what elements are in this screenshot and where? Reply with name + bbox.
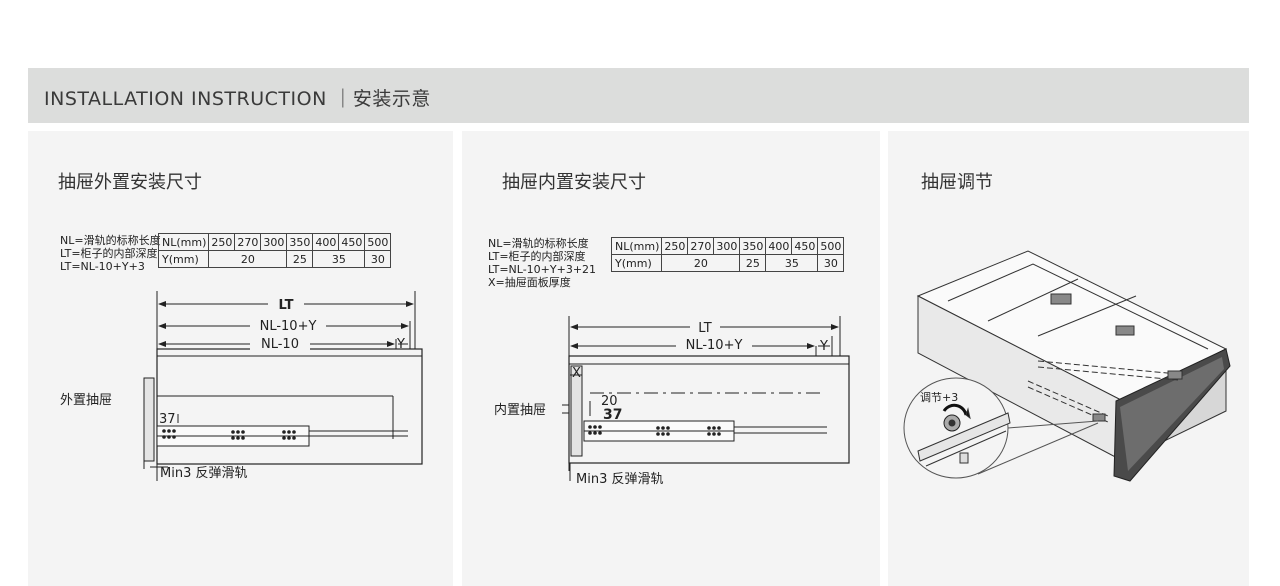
dim-lt: LT: [279, 298, 294, 313]
panel-internal-drawer: 抽屉内置安装尺寸 NL=滑轨的标称长度 LT=柜子的内部深度 LT=NL-10+…: [462, 131, 880, 586]
panel-drawer-adjust: 抽屉调节: [888, 131, 1249, 586]
panel-external-drawer: 抽屉外置安装尺寸 NL=滑轨的标称长度 LT=柜子的内部深度 LT=NL-10+…: [28, 131, 453, 586]
note-line: LT=柜子的内部深度: [488, 250, 586, 263]
table-row-label: Y(mm): [157, 250, 210, 268]
table-cell: 450: [338, 233, 366, 251]
note-line: LT=NL-10+Y+3+21: [488, 263, 597, 276]
dim-y: Y: [396, 337, 405, 352]
dim-gap: 37: [159, 412, 176, 427]
dim-20: 20: [601, 394, 618, 409]
table-cell: 350: [739, 237, 767, 255]
note-line: LT=NL-10+Y+3: [60, 260, 145, 273]
dim-nl-10: NL-10: [261, 337, 299, 352]
section-banner: INSTALLATION INSTRUCTION ｜安装示意: [28, 68, 1249, 123]
dim-nl-10-y: NL-10+Y: [260, 319, 317, 334]
dim-nl-10-y: NL-10+Y: [686, 338, 743, 353]
dim-37: 37: [603, 407, 622, 423]
table-cell: 20: [661, 254, 741, 272]
note-line: X=抽屉面板厚度: [488, 276, 571, 289]
formula-notes: NL=滑轨的标称长度 LT=柜子的内部深度 LT=NL-10+Y+3: [60, 234, 161, 273]
callout-slide: Min3 反弹滑轨: [576, 472, 663, 487]
table-header-label: NL(mm): [157, 233, 210, 251]
dim-x: X: [572, 366, 581, 381]
table-cell: 500: [364, 233, 392, 251]
panel-title: 抽屉外置安装尺寸: [58, 172, 202, 193]
table-cell: 30: [817, 254, 845, 272]
note-line: NL=滑轨的标称长度: [60, 234, 161, 247]
table-cell: 25: [739, 254, 767, 272]
dim-lt: LT: [698, 321, 711, 336]
callout-drawer: 内置抽屉: [494, 402, 546, 418]
table-cell: 20: [208, 250, 288, 268]
internal-drawer-drawing: LT NL-10+Y Y X 20 37 内置抽屉 Min3 反弹滑轨: [494, 316, 850, 487]
dim-y: Y: [819, 339, 828, 354]
panel-title: 抽屉内置安装尺寸: [502, 172, 646, 193]
table-cell: 35: [312, 250, 366, 268]
table-cell: 270: [687, 237, 715, 255]
table-cell: 30: [364, 250, 392, 268]
table-row-label: Y(mm): [610, 254, 663, 272]
drawer-adjust-drawing: 调节+3: [903, 250, 1231, 482]
size-table: NL(mm) 250 270 300 350 400 450 500 Y(mm)…: [610, 237, 845, 272]
table-cell: 500: [817, 237, 845, 255]
callout-drawer: 外置抽屉: [60, 393, 112, 408]
callout-adjust: 调节+3: [920, 391, 958, 404]
banner-title: INSTALLATION INSTRUCTION ｜安装示意: [44, 88, 431, 110]
panel-title: 抽屉调节: [921, 172, 993, 193]
formula-notes: NL=滑轨的标称长度 LT=柜子的内部深度 LT=NL-10+Y+3+21 X=…: [488, 237, 596, 289]
external-drawer-drawing: LT NL-10+Y NL-10 Y 37 外置抽屉 Min3 反弹滑轨: [60, 291, 423, 481]
note-line: LT=柜子的内部深度: [60, 247, 158, 260]
callout-slide: Min3 反弹滑轨: [160, 466, 247, 481]
table-cell: 250: [208, 233, 236, 251]
table-header-label: NL(mm): [610, 237, 663, 255]
size-table: NL(mm) 250 270 300 350 400 450 500 Y(mm)…: [157, 233, 392, 268]
note-line: NL=滑轨的标称长度: [488, 237, 589, 250]
